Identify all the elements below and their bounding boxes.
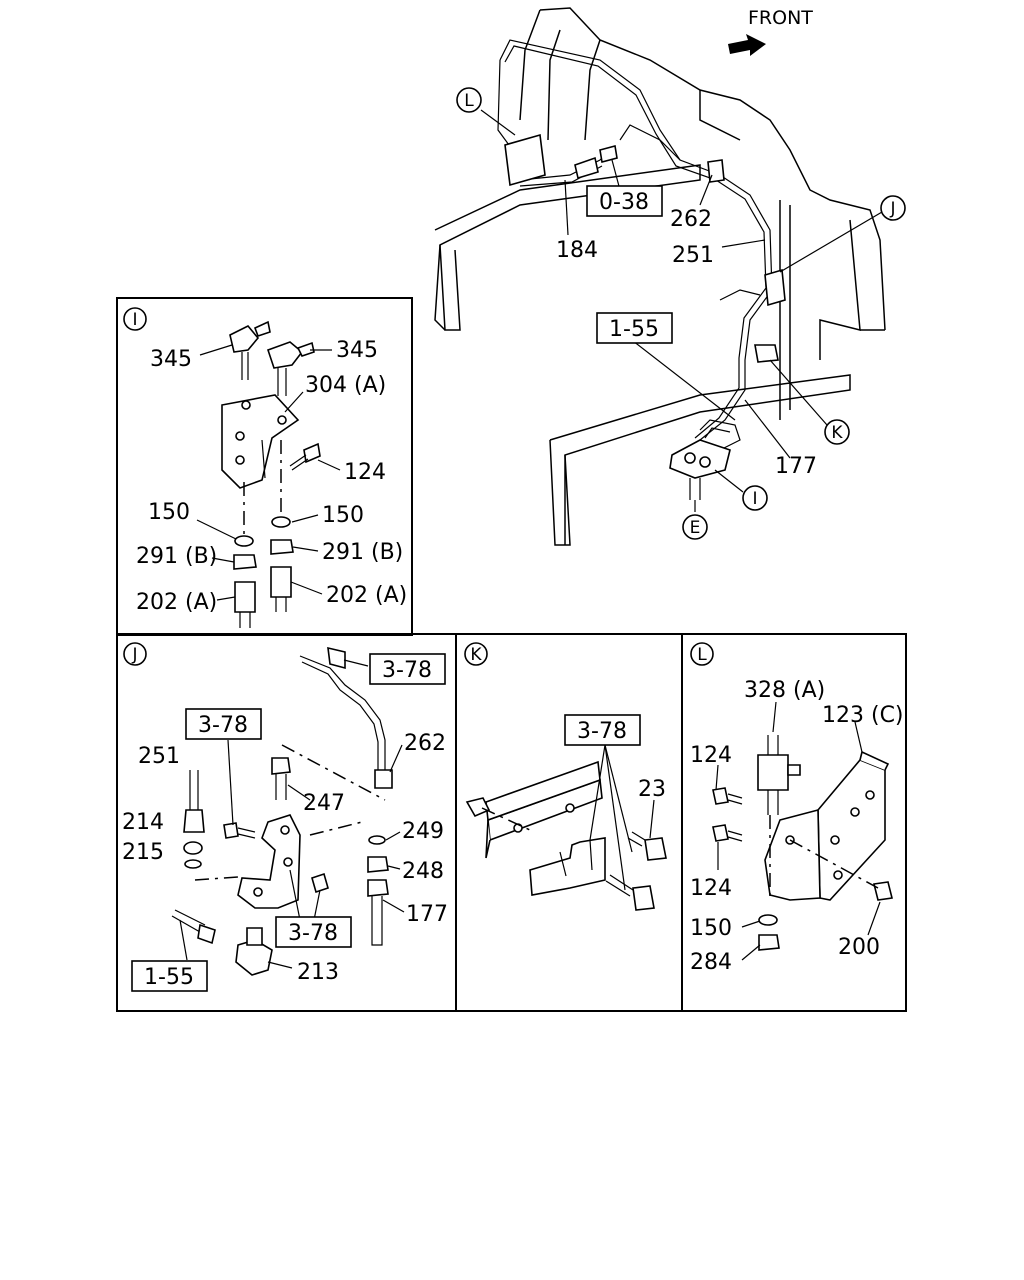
panel-J-262: 262 [404, 731, 446, 756]
part-184: 184 [556, 238, 598, 263]
panel-L: L 328 (A) 123 (C) 1 [681, 633, 907, 1012]
callout-I: I [752, 489, 757, 509]
callout-K-circle [824, 419, 850, 445]
panel-J-ref-155: 1-55 [144, 965, 194, 990]
panel-I-345-right: 345 [336, 338, 378, 363]
callout-K: K [831, 423, 843, 443]
panel-J-ref-left-box [185, 708, 262, 740]
panel-J-213: 213 [297, 960, 339, 985]
part-177: 177 [775, 454, 817, 479]
panel-I-150-left: 150 [148, 500, 190, 525]
callout-L-circle [456, 87, 482, 113]
panel-L-124-top: 124 [690, 743, 732, 768]
panel-I-202a-left: 202 (A) [136, 590, 217, 615]
panel-K-ref: 3-78 [577, 719, 627, 744]
panel-J-title: J [131, 645, 137, 665]
panel-J-ref-top: 3-78 [382, 658, 432, 683]
panel-K-ref-box [564, 714, 641, 746]
callout-J-circle [880, 195, 906, 221]
front-arrow-icon [728, 34, 766, 56]
ref-1-55: 1-55 [609, 317, 659, 342]
panel-K-title: K [470, 645, 482, 665]
panel-L-150: 150 [690, 916, 732, 941]
panel-K-23: 23 [638, 777, 666, 802]
panel-I-291b-right: 291 (B) [322, 540, 403, 565]
panel-J-251: 251 [138, 744, 180, 769]
panel-J-215: 215 [122, 840, 164, 865]
ref-box-1-55 [596, 312, 673, 344]
panel-I-202a-right: 202 (A) [326, 583, 407, 608]
panel-L-124-bottom: 124 [690, 876, 732, 901]
callout-J: J [889, 199, 895, 219]
ref-box-0-38 [586, 185, 663, 217]
panel-K: K 3-78 23 [455, 633, 683, 1012]
panel-I-291b-left: 291 (B) [136, 544, 217, 569]
panel-J-ref-bottom: 3-78 [288, 921, 338, 946]
callout-I-circle [742, 485, 768, 511]
panel-L-title: L [697, 645, 707, 665]
panel-I-345-left: 345 [150, 347, 192, 372]
callout-E: E [690, 518, 701, 538]
panel-J-ref-bottom-box [275, 916, 352, 948]
part-251: 251 [672, 243, 714, 268]
panel-J-ref-top-box [369, 653, 446, 685]
panel-J-248: 248 [402, 859, 444, 884]
panel-J: J [116, 633, 457, 1012]
panel-L-200: 200 [838, 935, 880, 960]
panel-I-304a: 304 (A) [305, 373, 386, 398]
panel-I-124: 124 [344, 460, 386, 485]
part-262: 262 [670, 207, 712, 232]
front-label: FRONT [748, 7, 813, 29]
panel-L-328a: 328 (A) [744, 678, 825, 703]
callout-L: L [464, 91, 474, 111]
ref-0-38: 0-38 [599, 190, 649, 215]
main-assembly-view: FRONT [434, 7, 906, 546]
panel-J-214: 214 [122, 810, 164, 835]
panel-I-title: I [132, 310, 137, 330]
panel-J-177: 177 [406, 902, 448, 927]
callout-E-circle [682, 514, 708, 540]
panel-L-284: 284 [690, 950, 732, 975]
panel-J-247: 247 [303, 791, 345, 816]
panel-J-ref-155-box [131, 960, 208, 992]
panel-L-123c: 123 (C) [822, 703, 904, 728]
panel-I-150-right: 150 [322, 503, 364, 528]
panel-J-ref-left: 3-78 [198, 713, 248, 738]
panel-I: I [116, 297, 413, 636]
panel-J-249: 249 [402, 819, 444, 844]
